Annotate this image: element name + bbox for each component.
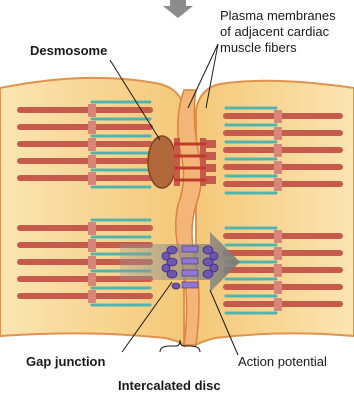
intercalated-disc-label: Intercalated disc [118, 378, 221, 393]
plasma-membranes-line-3: muscle fibers [220, 40, 336, 56]
action-potential-label: Action potential [238, 354, 327, 369]
gap-junction-label: Gap junction [26, 354, 105, 369]
top-arrow-icon [163, 0, 193, 18]
plasma-membranes-label: Plasma membranes of adjacent cardiac mus… [220, 8, 336, 56]
desmosome-label: Desmosome [30, 43, 107, 58]
plasma-membranes-line-2: of adjacent cardiac [220, 24, 336, 40]
plasma-membranes-line-1: Plasma membranes [220, 8, 336, 24]
